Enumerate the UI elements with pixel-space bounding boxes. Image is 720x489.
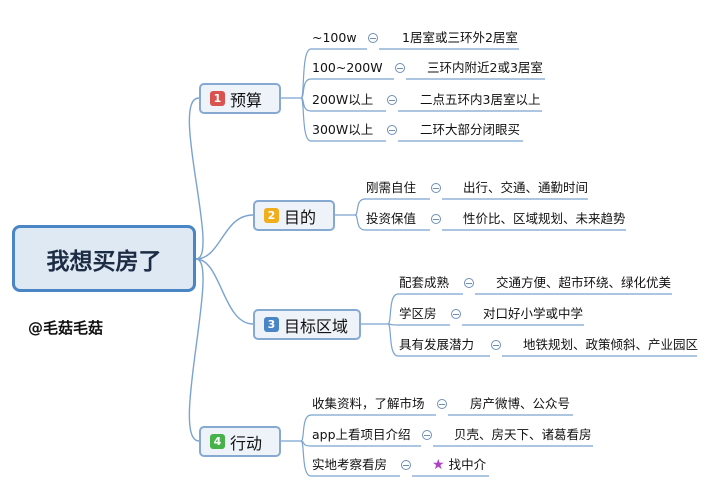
detail-text: 性价比、区域规划、未来趋势 <box>463 211 626 226</box>
detail-text: 交通方便、超市环绕、绿化优美 <box>496 275 672 290</box>
branch-label: 目标区域 <box>284 316 349 336</box>
subtopic-label[interactable]: 收集资料，了解市场 <box>312 396 425 411</box>
subtopic-label[interactable]: app上看项目介绍 <box>312 427 411 442</box>
subtopic-connector <box>300 78 394 99</box>
subtopic-connector <box>387 323 490 357</box>
collapse-icon[interactable] <box>464 278 474 288</box>
detail-label[interactable]: 地铁规划、政策倾斜、产业园区 <box>523 336 698 354</box>
subtopic-label[interactable]: ~100w <box>312 30 357 45</box>
collapse-icon[interactable] <box>401 460 411 470</box>
collapse-icon[interactable] <box>387 125 397 135</box>
subtopic-connector <box>387 293 463 325</box>
detail-label[interactable]: 对口好小学或中学 <box>483 305 583 323</box>
star-icon: ★ <box>432 457 445 473</box>
subtopic-label[interactable]: 具有发展潜力 <box>399 337 475 352</box>
detail-text: 房产微博、公众号 <box>470 396 571 411</box>
detail-label[interactable]: 1居室或三环外2居室 <box>402 29 518 47</box>
branch-connector <box>188 258 204 442</box>
detail-text: 贝壳、房天下、诸葛看房 <box>454 427 592 442</box>
author-label: @毛菇毛菇 <box>28 319 104 337</box>
detail-label[interactable]: 交通方便、超市环绕、绿化优美 <box>496 274 671 292</box>
subtopic-connector <box>354 198 430 216</box>
subtopic-label[interactable]: 100~200W <box>312 60 383 75</box>
collapse-icon[interactable] <box>431 183 441 193</box>
branch-label: 行动 <box>230 433 263 453</box>
subtopic-label[interactable]: 300W以上 <box>312 122 374 137</box>
subtopic-connector <box>354 214 430 231</box>
priority-badge: 1 <box>210 91 225 106</box>
collapse-icon[interactable] <box>422 430 432 440</box>
detail-label[interactable]: 贝壳、房天下、诸葛看房 <box>454 426 592 444</box>
subtopic-connector <box>387 323 450 326</box>
priority-badge: 4 <box>210 434 225 449</box>
collapse-icon[interactable] <box>395 63 405 73</box>
detail-label[interactable]: 二环大部分闭眼买 <box>420 121 520 139</box>
subtopic-connector <box>300 97 386 142</box>
subtopic-label[interactable]: 投资保值 <box>366 211 417 226</box>
branch-label: 目的 <box>284 207 317 227</box>
collapse-icon[interactable] <box>491 340 501 350</box>
subtopic-connector <box>300 440 400 477</box>
subtopic-label[interactable]: 200W以上 <box>312 92 374 107</box>
branch-connector <box>188 97 204 260</box>
collapse-icon[interactable] <box>437 399 447 409</box>
subtopic-label[interactable]: 实地考察看房 <box>312 457 388 472</box>
detail-text: 找中介 <box>448 457 487 472</box>
branch-topic[interactable]: 4 行动 <box>199 426 281 457</box>
detail-label[interactable]: 三环内附近2或3居室 <box>427 59 543 77</box>
branch-connector <box>195 258 254 325</box>
detail-text: 对口好小学或中学 <box>483 306 584 321</box>
subtopic-label[interactable]: 刚需自住 <box>366 180 417 195</box>
detail-text: 二点五环内3居室以上 <box>420 92 541 107</box>
subtopic-connector <box>300 414 436 442</box>
branch-topic[interactable]: 3 目标区域 <box>253 309 361 340</box>
collapse-icon[interactable] <box>368 33 378 43</box>
detail-label[interactable]: 性价比、区域规划、未来趋势 <box>463 210 626 228</box>
detail-text: 三环内附近2或3居室 <box>427 60 543 75</box>
priority-badge: 3 <box>264 317 279 332</box>
branch-label: 预算 <box>230 90 263 110</box>
detail-text: 出行、交通、通勤时间 <box>463 180 589 195</box>
root-topic[interactable]: 我想买房了 <box>12 225 196 292</box>
subtopic-label[interactable]: 学区房 <box>399 306 437 321</box>
detail-text: 地铁规划、政策倾斜、产业园区 <box>523 337 699 352</box>
detail-text: 1居室或三环外2居室 <box>402 30 518 45</box>
branch-topic[interactable]: 2 目的 <box>253 200 335 231</box>
priority-badge: 2 <box>264 208 279 223</box>
detail-text: 二环大部分闭眼买 <box>420 122 521 137</box>
detail-label[interactable]: 二点五环内3居室以上 <box>420 91 540 109</box>
collapse-icon[interactable] <box>387 95 397 105</box>
detail-label[interactable]: 房产微博、公众号 <box>470 395 570 413</box>
branch-topic[interactable]: 1 预算 <box>199 83 281 114</box>
branch-connector <box>195 214 254 260</box>
detail-label[interactable]: 出行、交通、通勤时间 <box>463 179 588 197</box>
collapse-icon[interactable] <box>451 309 461 319</box>
collapse-icon[interactable] <box>431 214 441 224</box>
detail-label[interactable]: ★找中介 <box>432 456 486 474</box>
subtopic-label[interactable]: 配套成熟 <box>399 275 450 290</box>
